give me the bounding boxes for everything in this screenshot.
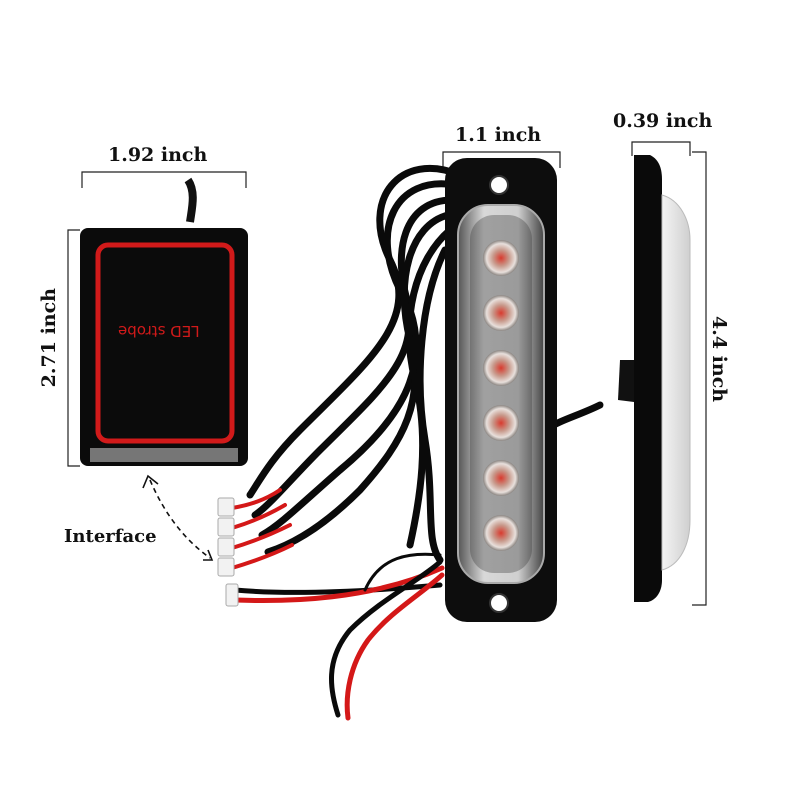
red-wires [230, 488, 445, 721]
black-wire-bundle [246, 164, 604, 564]
strobe-light-front [445, 158, 557, 622]
controller-box [80, 177, 248, 466]
controller-logo-text: LED strobe [118, 322, 200, 340]
interface-arrow [142, 474, 214, 561]
controller-width-label: 1.92 inch [108, 144, 208, 166]
light-width-label: 1.1 inch [455, 124, 542, 146]
interface-label: Interface [64, 526, 157, 547]
interface-connectors [217, 497, 239, 607]
strobe-light-side [618, 155, 691, 602]
light-height-label: 4.4 inch [708, 316, 730, 403]
controller-height-label: 2.71 inch [38, 288, 60, 388]
led-array [483, 240, 519, 551]
light-depth-label: 0.39 inch [613, 110, 713, 132]
dimension-lines [67, 141, 707, 606]
